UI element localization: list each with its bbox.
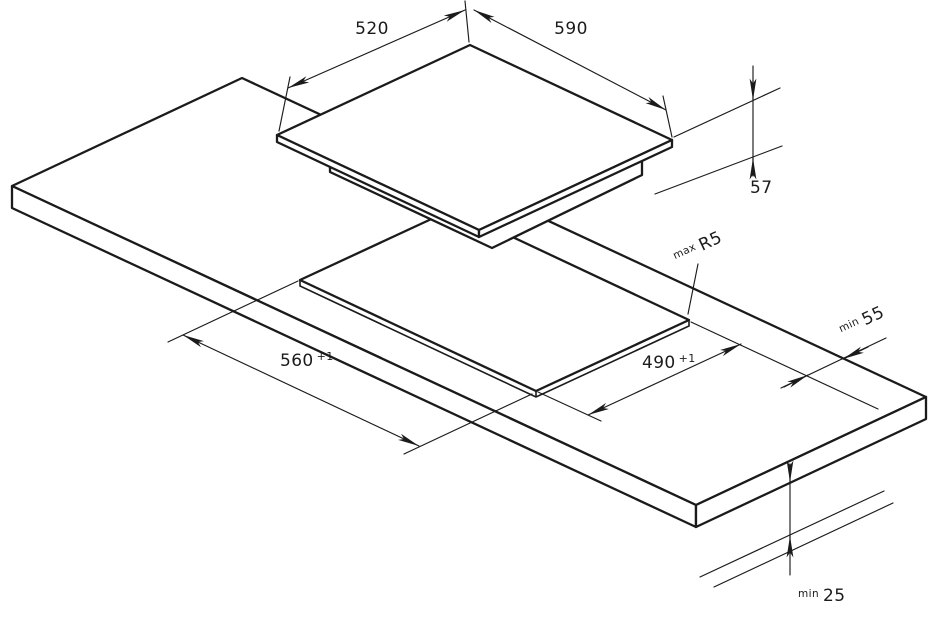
cooktop-height-label: 57 [750,178,772,198]
cutout-left-label: 560+1 [280,350,334,371]
dimension-cooktop-520: 520 [278,0,470,132]
dimension-line [587,343,742,416]
cooktop-590-label: 590 [554,19,588,39]
shelf-line [713,502,894,588]
cooktop-520-label: 520 [355,19,389,39]
extension-line [537,391,602,422]
dimension-cutout-right-490: 490+1 [537,321,879,422]
extension-line [403,393,533,455]
dimension-line [473,9,667,111]
dimension-line [287,9,466,89]
dimension-line [182,334,420,447]
arrow [842,346,869,360]
corner-radius-label: maxR5 [670,228,725,268]
cooktop-glass-front-right [477,138,674,239]
edge-clearance-label: min55 [836,302,887,340]
arrow [783,374,809,388]
cooktop-housing-outline [328,159,644,250]
extension-line [654,145,783,195]
extension-line [690,321,879,410]
extension-line [673,87,781,138]
shelf-line [699,490,885,578]
cutout-inner-wall [299,279,690,398]
countertop-front-right-face [694,395,928,529]
leader-line [687,263,699,315]
extension-line [167,280,299,343]
cutout-right-label: 490+1 [642,352,696,373]
dimension-cooktop-height-57: 57 [654,65,783,198]
extension-line [464,0,470,43]
extension-line [662,95,673,138]
dimension-cutout-left-560: 560+1 [167,280,533,455]
dimension-cooktop-590: 590 [473,9,673,138]
